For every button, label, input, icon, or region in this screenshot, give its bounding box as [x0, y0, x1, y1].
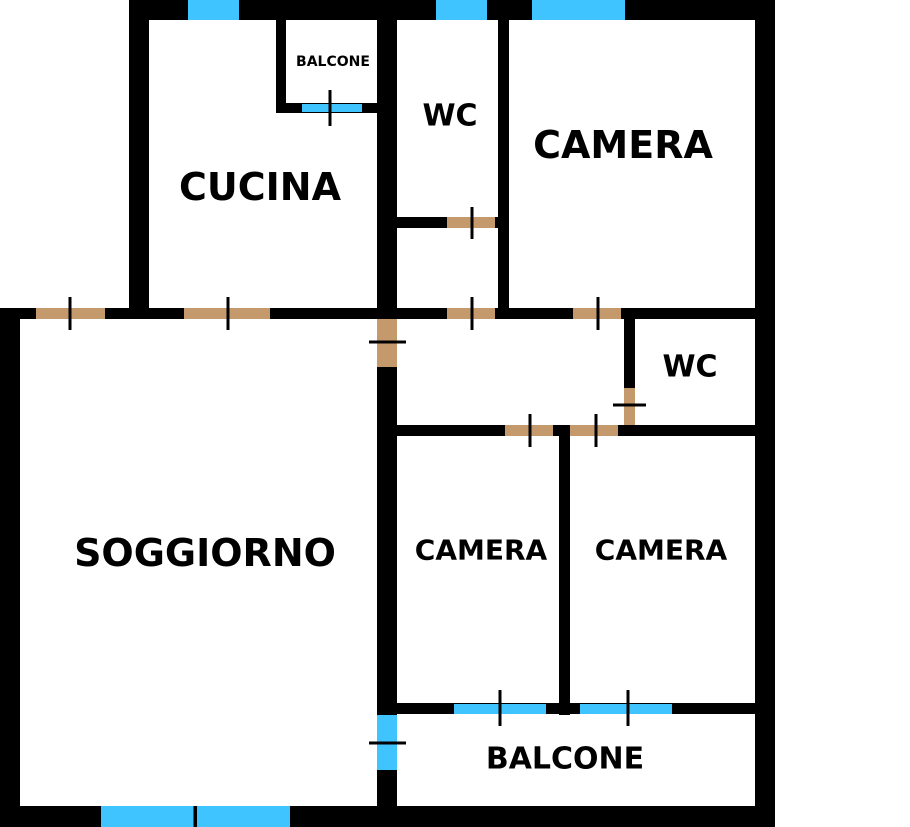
room-label-wc-right: WC: [662, 350, 717, 385]
window: [436, 0, 487, 20]
window: [302, 104, 362, 112]
door: [570, 425, 618, 436]
window: [197, 806, 290, 827]
room-label-camera-right: CAMERA: [595, 534, 728, 567]
room-label-camera-left: CAMERA: [415, 534, 548, 567]
window: [188, 0, 239, 20]
room-label-balcone-bottom: BALCONE: [486, 742, 644, 777]
window: [580, 704, 672, 714]
room-label-camera-top: CAMERA: [533, 123, 713, 167]
room-label-balcone-small: BALCONE: [296, 54, 370, 70]
room-label-soggiorno: SOGGIORNO: [74, 531, 336, 575]
doors: [36, 217, 635, 436]
opening-ticks: [68, 90, 646, 827]
window: [532, 0, 625, 20]
room-label-cucina: CUCINA: [179, 165, 342, 209]
room-labels: CUCINA BALCONE WC CAMERA SOGGIORNO WC CA…: [74, 54, 727, 777]
room-label-wc-top: WC: [422, 99, 477, 134]
window: [101, 806, 194, 827]
